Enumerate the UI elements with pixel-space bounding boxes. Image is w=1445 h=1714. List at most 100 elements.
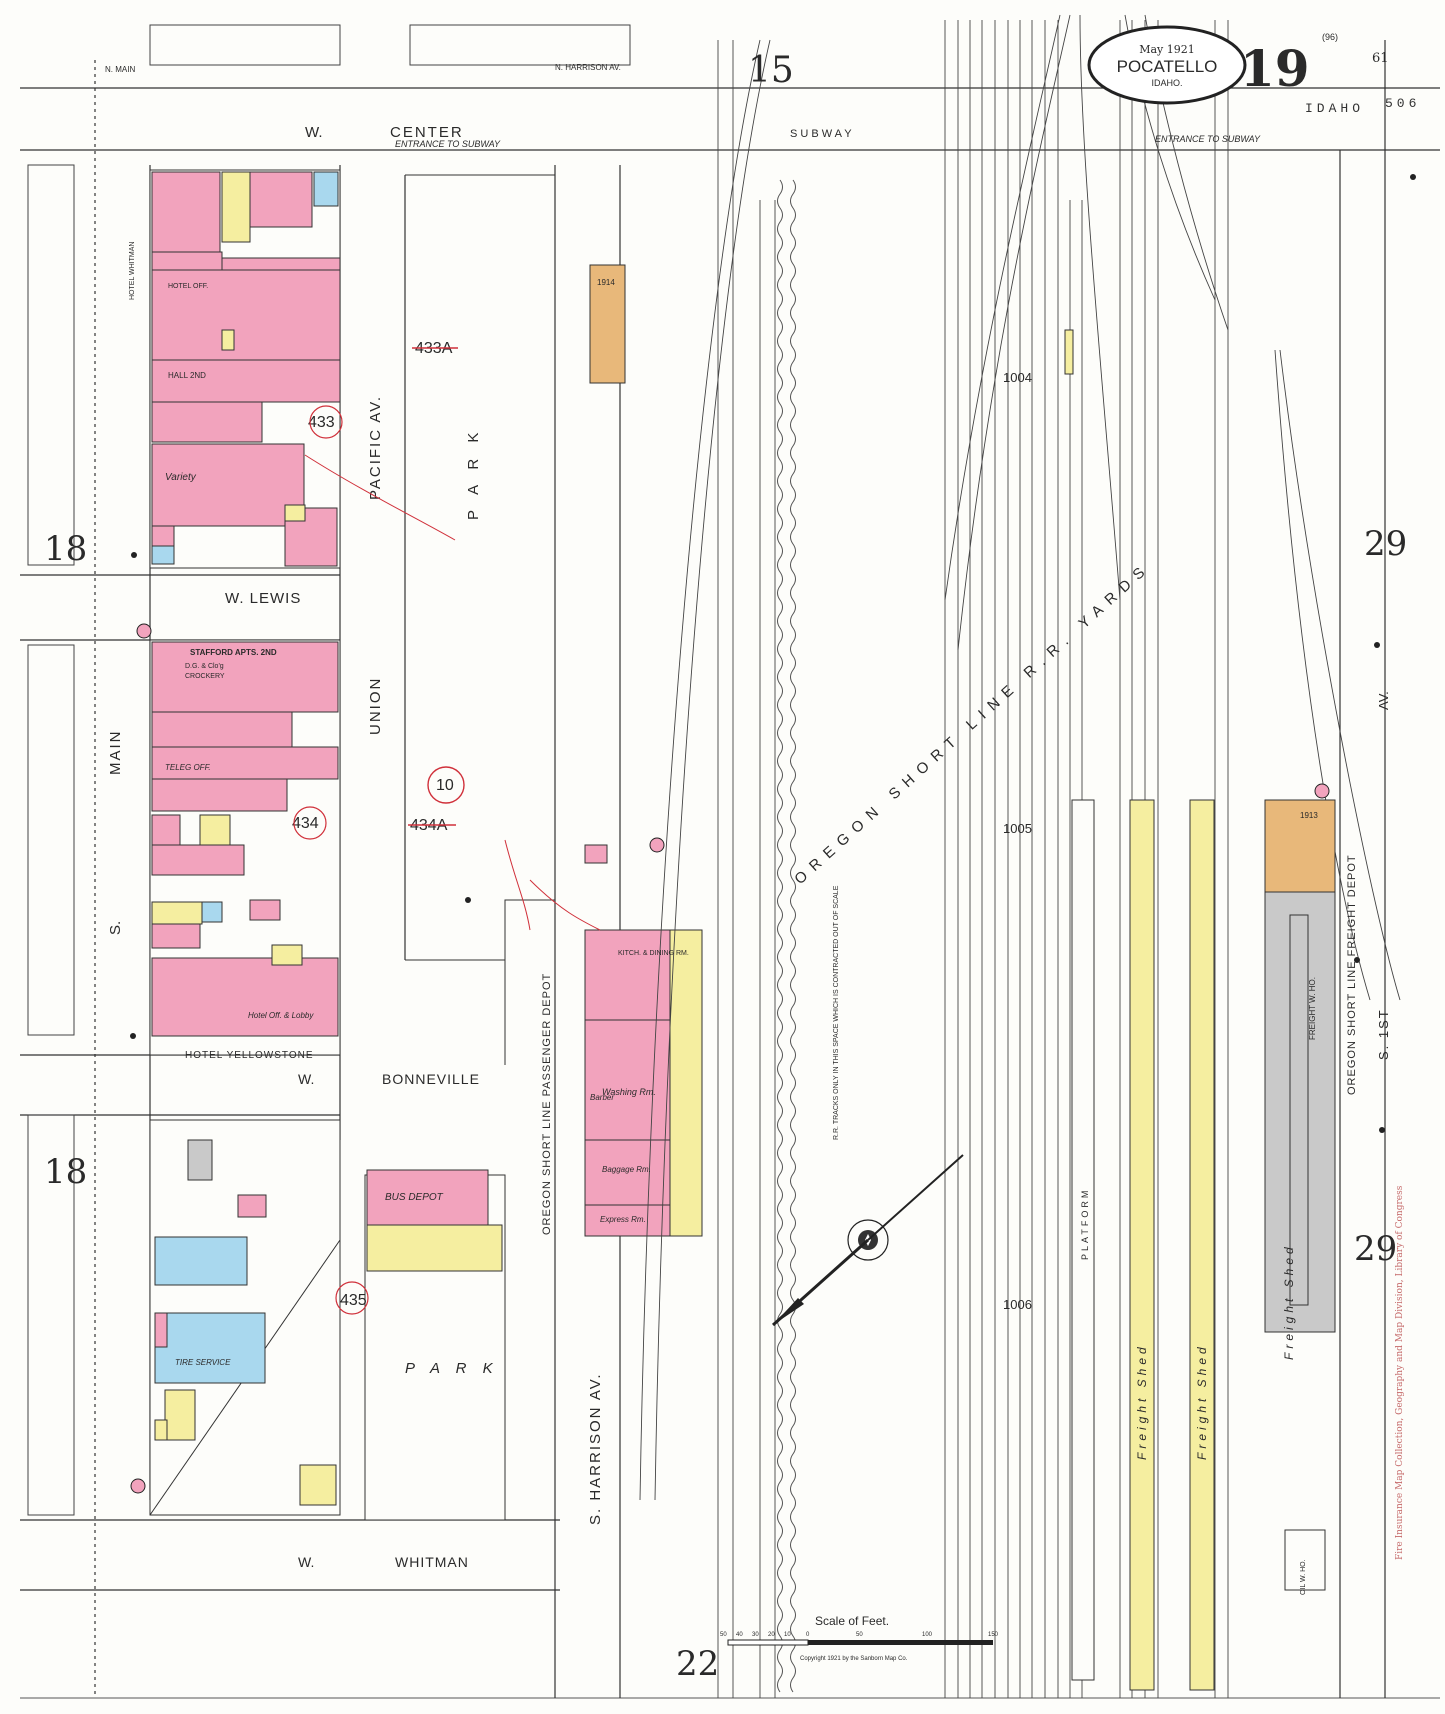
adjacent-sheet-right-upper: 29 [1364,524,1407,564]
loc-stamp-text: Fire Insurance Map Collection, Geography… [1395,1185,1405,1560]
street-whitman-prefix: W. [298,1554,314,1570]
street-main-prefix: S. [107,921,124,935]
label-variety: Variety [165,472,197,483]
label-bus-depot: BUS DEPOT [385,1192,444,1203]
park-lower-label: P A R K [405,1360,499,1377]
label-year-1913: 1913 [1300,811,1318,820]
freight-shed-label-3: Freight Shed [1282,1243,1296,1360]
label-hotel-off-lobby: Hotel Off. & Lobby [248,1011,314,1020]
title-block: May 1921 POCATELLO IDAHO. 19 (96) [1087,25,1338,105]
park-upper-label: P A R K [465,427,482,520]
block-434-circle [293,806,327,840]
freight-shed-label-1: Freight Shed [1135,1343,1149,1460]
entrance-subway-left: ENTRANCE TO SUBWAY [395,139,501,149]
label-hotel-off: HOTEL OFF. [168,283,208,290]
railroad-labels: OREGON SHORT LINE R.R. YARDS R.R. TRACKS… [541,370,1358,1460]
street-pacific-av: PACIFIC AV. [367,395,384,500]
scale-tick-7: 100 [922,1632,933,1638]
block-434: 434 [292,815,319,832]
hydrant-7 [465,897,471,903]
loc-stamp: Fire Insurance Map Collection, Geography… [1395,1185,1405,1560]
street-s-1st-av: AV. [1376,691,1391,710]
hydrant-4 [1374,642,1380,648]
red-annotations [304,454,601,931]
freight-depot-label: OREGON SHORT LINE FREIGHT DEPOT [1346,854,1358,1095]
copyright-line: Copyright 1921 by the Sanborn Map Co. [800,1656,908,1662]
label-stafford-apts: STAFFORD APTS. 2ND [190,648,277,657]
label-kitch-dining: KITCH. & DINING RM. [618,950,689,957]
street-main: MAIN [107,730,124,776]
label-hotel-yellowstone: HOTEL YELLOWSTONE [185,1050,314,1061]
adjacent-sheet-right-lower: 29 [1354,1229,1397,1269]
hydrant-markers [130,174,1416,1494]
title-city: POCATELLO [1117,57,1218,76]
label-hall: HALL 2ND [168,371,206,380]
block-bonneville-whitman [149,1119,341,1516]
street-s-1st: S. 1ST [1376,1008,1391,1060]
passenger-depot [584,844,703,1237]
building-labels: HOTEL WHITMAN HOTEL OFF. HALL 2ND Variet… [129,242,1318,1595]
scale-tick-2: 30 [752,1632,759,1638]
compass-rose [771,1154,964,1327]
label-express-rm: Express Rm. [600,1215,646,1224]
label-oil-wh: OIL W. HO. [1300,1559,1307,1595]
street-labels: W. CENTER ENTRANCE TO SUBWAY S U B W A Y… [105,63,1391,1570]
street-s-harrison: S. HARRISON AV. [587,1372,604,1525]
adjacent-sheet-top-left: 15 [748,50,794,91]
label-tire-service: TIRE SERVICE [175,1358,231,1367]
idaho-street-number: 506 [1385,96,1420,111]
street-w-center: CENTER [390,124,464,141]
subway-label: S U B W A Y [790,128,852,140]
entrance-subway-right: ENTRANCE TO SUBWAY [1155,134,1261,144]
label-teleg-off: TELEG OFF. [165,763,211,772]
block-numbers: 433A 433 434 434A 435 10 [292,340,465,1315]
scale-tick-3: 20 [768,1632,775,1638]
freight-sheds [1064,329,1336,1691]
section-1005: 1005 [1003,821,1032,836]
block-main-center-lewis [149,169,341,569]
street-w-lewis: W. LEWIS [225,590,301,607]
adjacent-sheet-left-upper: 18 [44,529,87,569]
label-dg-clothing: D.G. & Clo'g [185,663,224,670]
street-w-center-prefix: W. [305,124,323,141]
scale-labels: Scale of Feet. 50 40 30 20 10 0 50 100 1… [720,1614,999,1662]
freight-shed-label-2: Freight Shed [1195,1343,1209,1460]
scale-tick-0: 50 [720,1632,727,1638]
label-washing-rm: Washing Rm. [602,1087,656,1097]
sheet-number: 19 [1240,39,1310,98]
park-block [364,174,626,1521]
fire-alarm-marker-4 [649,837,665,853]
scale-tick-1: 40 [736,1632,743,1638]
adjacent-sheet-left-lower: 18 [44,1152,87,1192]
label-baggage-rm: Baggage Rm. [602,1165,651,1174]
street-bonneville: BONNEVILLE [382,1071,480,1087]
label-hotel-whitman: HOTEL WHITMAN [129,242,136,300]
label-freight-wh: FREIGHT W. HO. [1308,977,1317,1040]
hydrant-6 [1379,1127,1385,1133]
scale-tick-5: 0 [806,1632,810,1638]
fire-alarm-marker-3 [1314,783,1330,799]
adjacent-sheet-bottom: 22 [676,1644,719,1684]
hydrant-1 [131,552,137,558]
platform-label: PLATFORM [1080,1188,1090,1260]
scale-title: Scale of Feet. [815,1614,889,1628]
street-bonneville-prefix: W. [298,1071,314,1087]
idaho-street-label: IDAHO [1305,101,1364,116]
scale-tick-8: 150 [988,1632,999,1638]
street-whitman: WHITMAN [395,1554,469,1570]
hydrant-5 [1354,957,1360,963]
left-edge-lots [27,24,631,1516]
fire-alarm-marker-2 [130,1478,146,1494]
section-1006: 1006 [1003,1297,1032,1312]
title-date: May 1921 [1139,43,1195,56]
scale-tick-6: 50 [856,1632,863,1638]
block-10-circle [427,766,465,804]
sheet-ref-small: (96) [1322,32,1338,42]
title-state: IDAHO. [1151,78,1182,88]
block-433: 433 [308,414,335,431]
block-10: 10 [436,777,454,794]
adjacent-sheet-top-right: 61 [1372,51,1389,66]
street-n-harrison: N. HARRISON AV. [555,63,621,72]
